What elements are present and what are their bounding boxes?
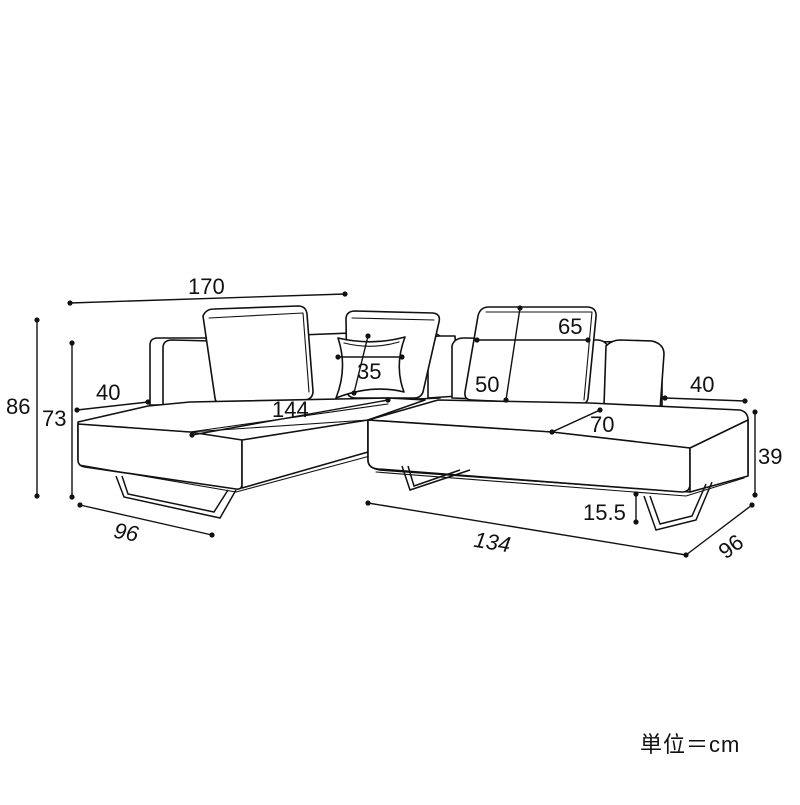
right-armrest-inner — [603, 339, 665, 411]
left-small-back-cushion-seam — [351, 317, 435, 321]
dim-line-left-depth — [79, 504, 213, 536]
right-large-cushion-seam — [485, 311, 593, 401]
dimension-labels: 170 86 73 40 144 96 35 65 50 40 70 39 15… — [6, 274, 782, 564]
label-pillow: 35 — [357, 359, 381, 384]
right-base-shadow — [375, 471, 745, 497]
label-cushion-height: 65 — [558, 314, 582, 339]
dim-line-seat-depth — [551, 409, 601, 433]
dim-line-right-depth — [685, 504, 753, 556]
dim-line-left-seat — [191, 399, 389, 436]
label-leg-height: 15.5 — [583, 500, 626, 525]
throw-pillow-seam — [343, 341, 400, 347]
right-large-cushion — [464, 306, 597, 406]
left-front-leg — [115, 475, 237, 519]
dim-line-armrest-left — [76, 401, 149, 411]
label-left-seat-width: 144 — [272, 397, 309, 422]
left-back-cushion — [162, 339, 217, 407]
left-base-shadow — [79, 455, 371, 493]
throw-pillow — [335, 336, 406, 399]
label-overall-height: 86 — [6, 394, 30, 419]
label-overall-width: 170 — [188, 274, 225, 299]
label-right-length: 134 — [472, 527, 512, 557]
left-large-cushion — [202, 305, 314, 406]
right-seat-edge — [367, 419, 749, 449]
unit-label: 単位＝cm — [640, 732, 740, 757]
right-front-leg — [643, 481, 713, 531]
right-rear-leg — [401, 465, 471, 491]
label-armrest-right: 40 — [690, 372, 714, 397]
label-cushion-width: 50 — [475, 372, 499, 397]
dim-line-right-length — [367, 502, 687, 556]
label-right-depth: 96 — [714, 529, 749, 564]
label-left-depth: 96 — [112, 518, 141, 547]
label-seat-height: 39 — [758, 444, 782, 469]
dim-line-overall-width — [69, 293, 346, 304]
dim-line-armrest-right — [664, 397, 746, 402]
dimension-lines — [34, 291, 758, 558]
label-armrest-left: 40 — [96, 380, 120, 405]
left-large-cushion-seam — [208, 312, 310, 393]
dim-line-cushion-height — [505, 307, 521, 401]
sofa-drawing — [77, 305, 749, 531]
label-seat-depth: 70 — [590, 412, 614, 437]
label-back-height: 73 — [42, 406, 66, 431]
dim-line-pillow-h — [353, 335, 369, 394]
